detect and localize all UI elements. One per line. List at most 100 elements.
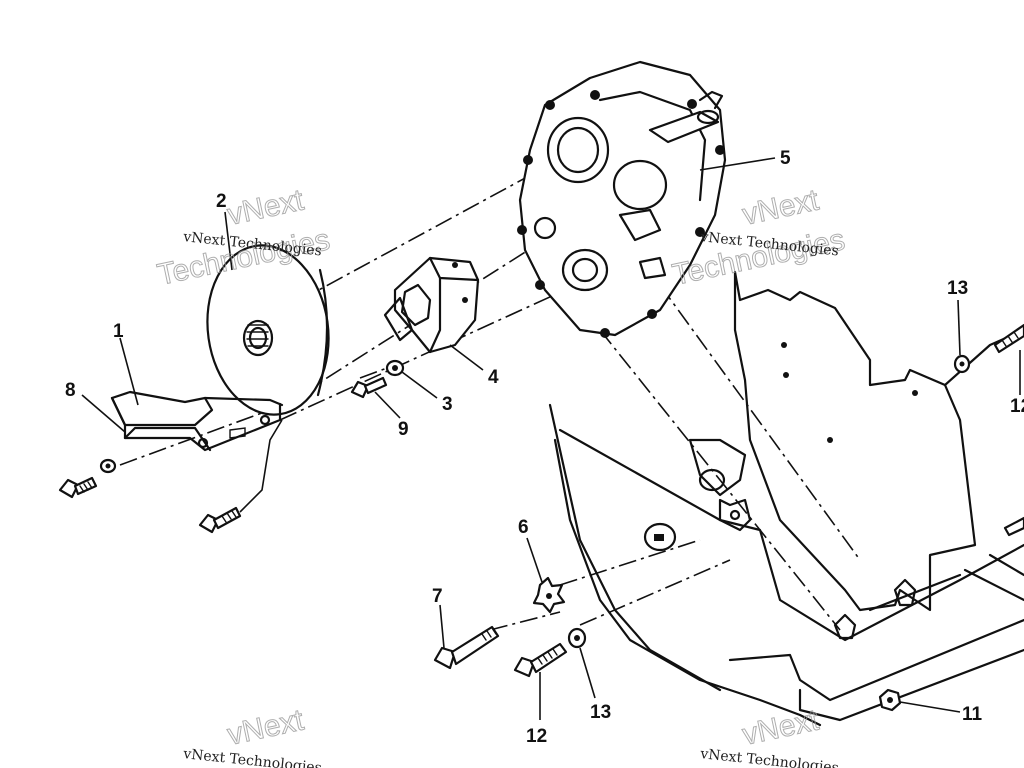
frame-rail-upper: [558, 428, 1024, 642]
centerline-mid: [299, 229, 561, 396]
bracket-lower-bolt: [198, 419, 283, 534]
bolt-9-shank: [363, 376, 388, 395]
washer-8-hole: [105, 463, 111, 469]
callout-13-upper: 13: [947, 278, 968, 299]
mount-block-front-edge: [428, 276, 442, 354]
gear-case-lower-bore-outer: [561, 248, 609, 292]
callout-13-lower: 13: [590, 702, 611, 723]
gear-case-upper-bore-inner: [556, 126, 600, 174]
frame-curve-inner: [548, 403, 722, 692]
centerline-bolt-7: [559, 539, 701, 586]
gear-case-rib: [618, 208, 662, 242]
frame-rail-bottom: [798, 648, 1024, 722]
washer-13-lower-hole: [574, 635, 580, 641]
mount-block-rivet-1: [462, 297, 468, 303]
frame-hole-4: [912, 390, 918, 396]
watermark-br-next: vNext: [740, 703, 823, 751]
bracket-slot: [229, 427, 246, 439]
bracket-bolt-shank: [212, 506, 242, 530]
centerline-diagonal-2: [659, 284, 861, 561]
pulley-hub-outer: [242, 319, 274, 357]
gear-case-bolt-4: [715, 145, 725, 155]
frame-pivot-boss: [688, 438, 747, 497]
gear-case-shaft-stub: [648, 110, 720, 144]
frame-foot-center: [833, 613, 857, 640]
callout-6: 6: [518, 517, 529, 538]
pulley-disc-rim: [316, 268, 329, 397]
bolt-8-thread: [79, 481, 93, 493]
part-7-bolt: [433, 625, 500, 670]
pulley-hub-bore: [248, 326, 268, 350]
frame-rail-lower: [728, 618, 1024, 702]
watermark-tr-next: vNext: [740, 183, 823, 231]
bracket-hole-left: [197, 437, 209, 449]
part-8-bolt: [58, 458, 117, 499]
callout-labels: 1 2 3 4 5 6 7 8 9 11 12 12 13 13: [65, 148, 1024, 747]
bracket-lower-flange: [110, 396, 282, 452]
callout-12-lower: 12: [526, 726, 547, 747]
bracket-bolt-path: [239, 419, 283, 513]
callout-5: 5: [780, 148, 791, 169]
gear-case-bolt-3: [687, 99, 697, 109]
watermark-bottom-right: vNext vNext Technologies: [699, 703, 840, 768]
frame-pivot-lug: [718, 498, 752, 532]
frame-chassis: [548, 270, 1024, 727]
gear-case-bolt-6: [647, 309, 657, 319]
gear-case-bolt-8: [535, 280, 545, 290]
gear-case-shaft-end: [696, 109, 720, 125]
watermark-br-small: vNext Technologies: [699, 746, 840, 768]
leader-lines: [81, 157, 1021, 720]
gear-case-bolt-1: [545, 100, 555, 110]
part-12-bolt-upper: [993, 323, 1024, 354]
watermark-bl-next: vNext: [225, 703, 308, 751]
callout-4: 4: [488, 367, 499, 388]
slotted-washer: [643, 522, 677, 552]
watermark-tl-next: vNext: [225, 183, 308, 231]
mount-block-body: [393, 256, 480, 354]
bolt-stub-right-edge: [1003, 516, 1024, 537]
centerline-bolt-12: [579, 559, 731, 626]
leader-7: [439, 604, 445, 649]
slotted-washer-slot: [654, 534, 664, 541]
bracket-bolt-thread: [221, 510, 237, 523]
frame-cross-1: [963, 568, 1024, 602]
leader-6: [526, 537, 543, 583]
callout-3: 3: [442, 394, 453, 415]
gear-case-bolt-2: [590, 90, 600, 100]
bracket-arm: [203, 396, 284, 407]
frame-hole-3: [827, 437, 833, 443]
callout-9: 9: [398, 419, 409, 440]
frame-pivot-hole: [729, 509, 741, 521]
gear-case-bolt-7: [600, 328, 610, 338]
bolt-12-thread: [537, 648, 558, 665]
frame-cross-2: [988, 553, 1024, 577]
gear-case-lug: [638, 256, 667, 280]
gear-case-flange-line: [598, 90, 707, 202]
centerline-diagonal: [599, 329, 841, 631]
bolt-7-thread: [481, 627, 497, 641]
frame-hole-1: [781, 342, 787, 348]
gear-case-bolt-5: [695, 227, 705, 237]
leader-13-upper: [957, 299, 961, 356]
callout-1: 1: [113, 321, 124, 342]
leader-8: [81, 394, 126, 433]
callout-12-upper: 12: [1010, 396, 1024, 417]
part-6-star-washer: [532, 576, 566, 614]
bolt-12-upper-thread: [1001, 331, 1019, 347]
callout-11: 11: [962, 704, 983, 725]
leader-11: [899, 701, 961, 713]
nut-11-hole: [887, 697, 893, 703]
part-4-mount-block: [383, 256, 480, 354]
part-12-bolt-lower: [513, 642, 568, 678]
part-9-bolt: [350, 376, 388, 399]
bolt-12-shank: [529, 642, 568, 674]
mount-block-rivet-2: [452, 262, 458, 268]
leader-9: [374, 391, 401, 419]
leader-3: [401, 371, 438, 399]
frame-hole-2: [783, 372, 789, 378]
frame-foot-right: [893, 578, 917, 607]
mount-block-tab: [383, 296, 414, 342]
frame-pivot-bore: [698, 468, 726, 492]
watermark-bl-small: vNext Technologies: [182, 746, 323, 768]
